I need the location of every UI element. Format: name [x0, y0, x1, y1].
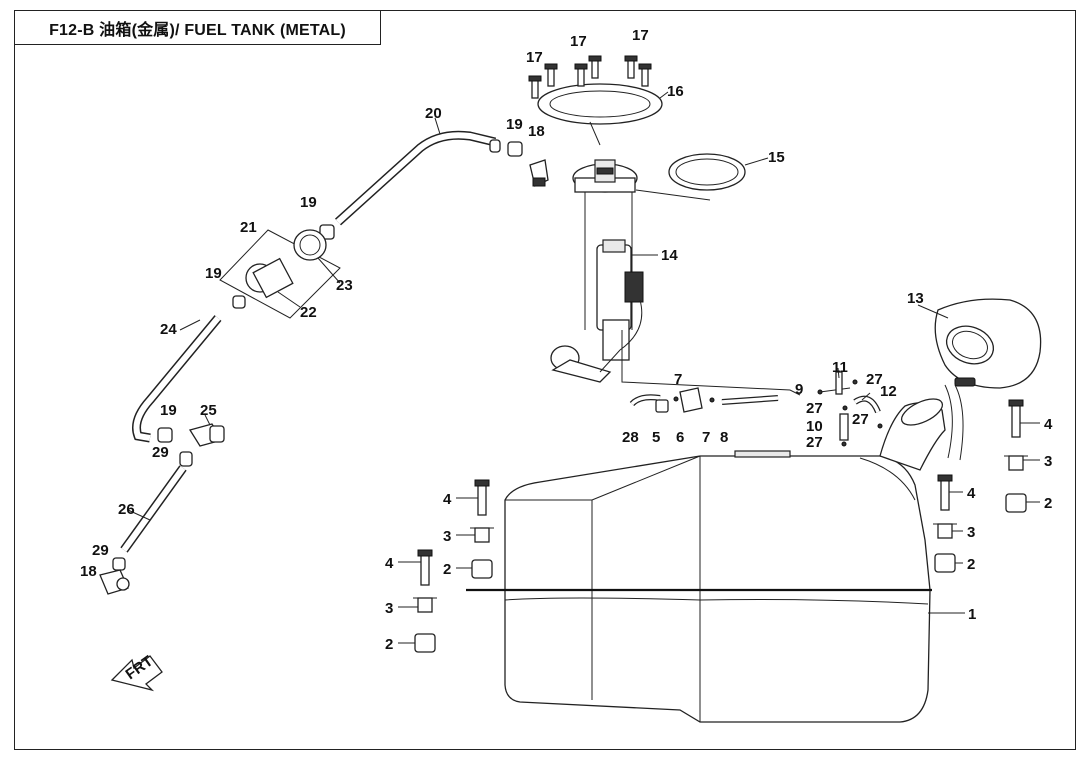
callout-5: 5: [652, 429, 660, 446]
fuel-tank: [466, 384, 964, 723]
pump-bolts: [528, 55, 652, 99]
callout-4: 4: [385, 555, 394, 572]
callout-22: 22: [300, 304, 317, 321]
callout-15: 15: [768, 149, 785, 166]
callout-1: 1: [968, 606, 976, 623]
callout-11: 11: [832, 359, 848, 376]
callout-17: 17: [526, 49, 543, 66]
callout-12: 12: [880, 383, 897, 400]
callout-9: 9: [795, 381, 803, 398]
callout-28: 28: [622, 429, 639, 446]
callout-20: 20: [425, 105, 442, 122]
callout-6: 6: [676, 429, 684, 446]
diagram-frame: [14, 10, 1076, 750]
mount-stack-left-lower: [413, 549, 437, 653]
callout-27: 27: [806, 400, 823, 417]
callout-19: 19: [506, 116, 523, 133]
callout-27: 27: [852, 411, 869, 428]
hose-fitting: [157, 423, 225, 467]
callout-21: 21: [240, 219, 257, 236]
callout-3: 3: [1044, 453, 1052, 470]
fuel-hose-upper: [334, 130, 497, 226]
quick-connector-lower: [99, 557, 130, 595]
mount-stack-left-upper: [470, 479, 494, 579]
callout-27: 27: [866, 371, 883, 388]
callout-19: 19: [300, 194, 317, 211]
callout-29: 29: [152, 444, 169, 461]
vent-t-joint: [817, 371, 883, 447]
title-box: F12-B 油箱(金属)/ FUEL TANK (METAL): [14, 10, 381, 45]
callout-3: 3: [443, 528, 451, 545]
callout-8: 8: [720, 429, 728, 446]
callout-26: 26: [118, 501, 135, 518]
front-direction-arrow: FRT: [110, 653, 163, 692]
callout-25: 25: [200, 402, 217, 419]
callout-16: 16: [667, 83, 684, 100]
callout-4: 4: [967, 485, 976, 502]
mount-stack-right-outer: [1004, 399, 1028, 513]
callout-labels: 1 2 2 2 2 3 3 3 3 4 4 4 4 5 6 7 7 8 9 10…: [80, 27, 1053, 653]
fuel-hose-lower: [132, 295, 246, 443]
page-title: F12-B 油箱(金属)/ FUEL TANK (METAL): [49, 21, 346, 39]
callout-4: 4: [443, 491, 452, 508]
callout-24: 24: [160, 321, 177, 338]
callout-17: 17: [570, 33, 587, 50]
callout-4: 4: [1044, 416, 1053, 433]
fuel-hose-bottom: [120, 465, 187, 553]
callout-7: 7: [674, 371, 682, 388]
callout-2: 2: [443, 561, 451, 578]
callout-23: 23: [336, 277, 353, 294]
callout-10: 10: [806, 418, 823, 435]
callout-29: 29: [92, 542, 109, 559]
callout-19: 19: [160, 402, 177, 419]
callout-18: 18: [528, 123, 545, 140]
fuel-filter-assembly: [219, 229, 341, 319]
callout-3: 3: [385, 600, 393, 617]
callout-2: 2: [385, 636, 393, 653]
vent-valve-parts: [621, 330, 801, 413]
quick-connector-upper: [319, 139, 549, 240]
callout-17: 17: [632, 27, 649, 44]
callout-7: 7: [702, 429, 710, 446]
callout-2: 2: [1044, 495, 1052, 512]
pump-gasket: [668, 153, 746, 191]
callout-3: 3: [967, 524, 975, 541]
pump-retaining-ring: [537, 83, 711, 201]
callout-14: 14: [661, 247, 678, 264]
mount-stack-right-inner: [933, 474, 957, 573]
callout-19: 19: [205, 265, 222, 282]
callout-13: 13: [907, 290, 924, 307]
filler-cap-boot: [934, 298, 1042, 389]
callout-18: 18: [80, 563, 97, 580]
callout-2: 2: [967, 556, 975, 573]
fuel-pump-assembly: [550, 159, 644, 383]
callout-27: 27: [806, 434, 823, 451]
leader-lines: [127, 91, 1040, 644]
